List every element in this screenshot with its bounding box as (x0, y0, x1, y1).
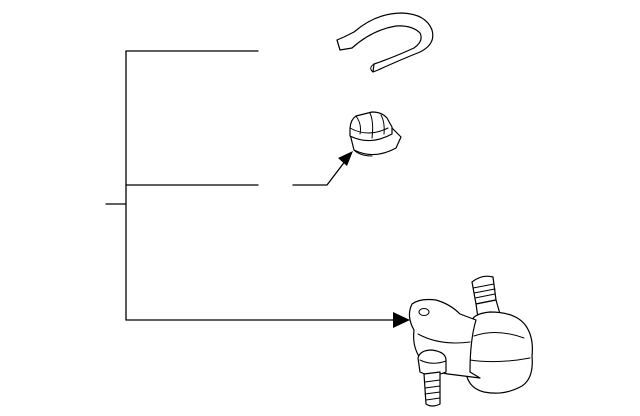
ball-joint-icon (408, 275, 533, 407)
ball-joint-arrowhead (393, 312, 410, 328)
leader-nut-pointer (292, 159, 347, 186)
leader-lines (105, 50, 410, 328)
mount-hole (418, 308, 430, 316)
nut-icon (349, 111, 402, 157)
nut-arrowhead (338, 151, 353, 166)
clip-icon (336, 12, 434, 73)
